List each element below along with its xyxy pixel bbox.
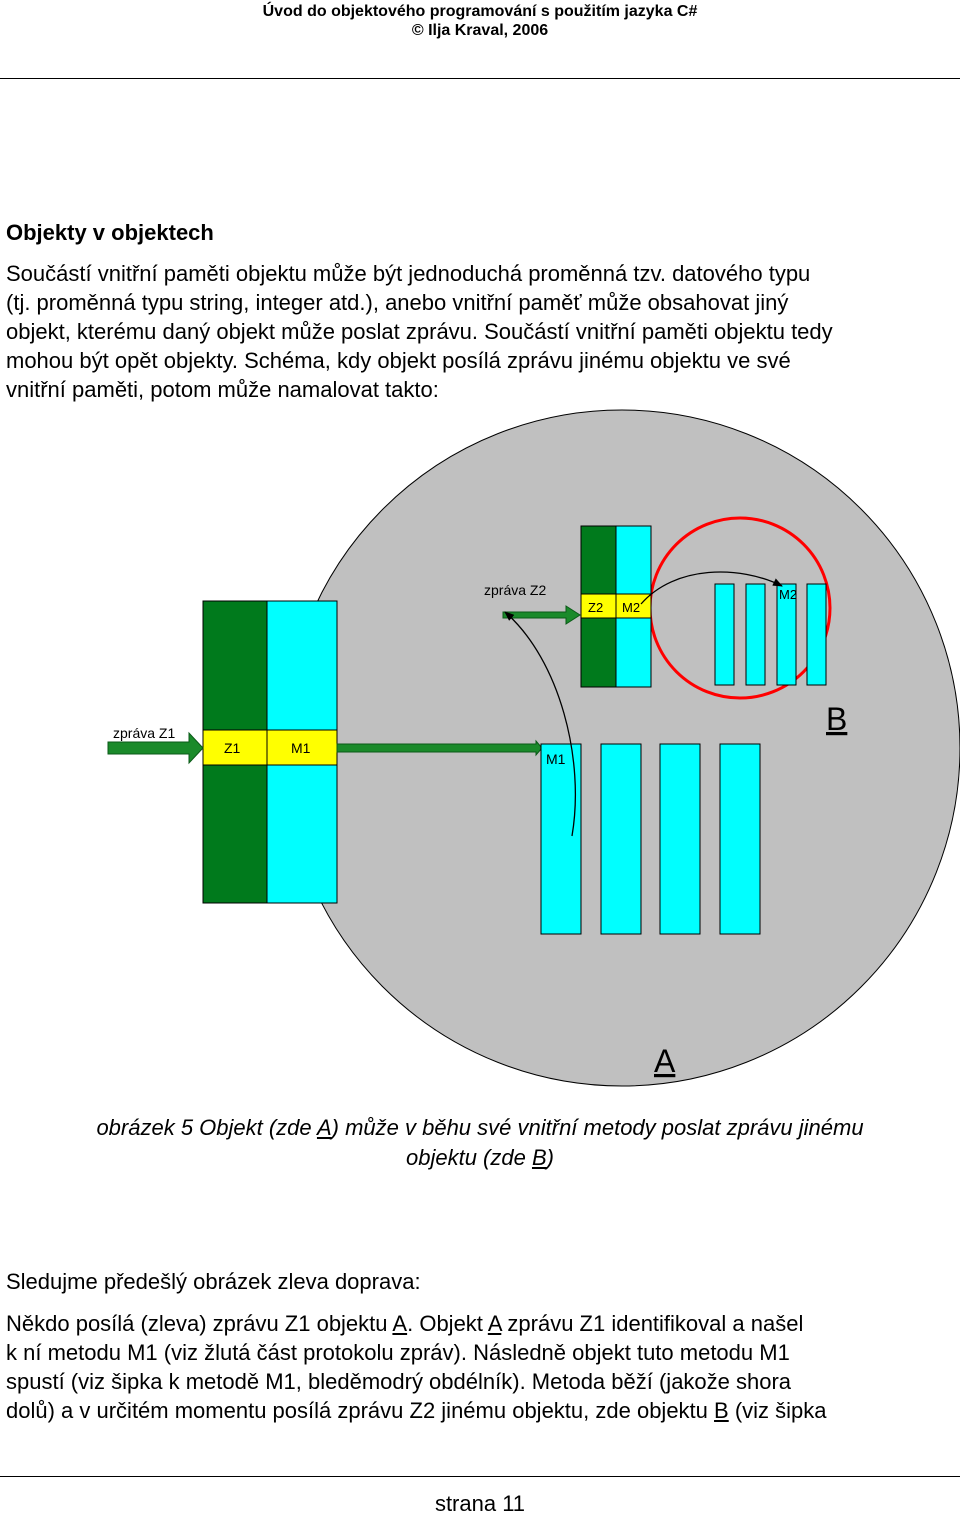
method-bar	[719, 743, 761, 935]
caption-text: ) může v běhu své vnitřní metody poslat …	[331, 1115, 864, 1140]
message-z2-label: zpráva Z2	[484, 582, 546, 598]
body-text: spustí (viz šipka k metodě M1, bleděmodr…	[6, 1369, 792, 1394]
body-text: Někdo posílá (zleva) zprávu Z1 objektu	[6, 1311, 393, 1336]
section-heading: Objekty v objektech	[6, 220, 214, 245]
body-line-intro: Sledujme předešlý obrázek zleva doprava:	[6, 1267, 421, 1296]
method-bar-b	[745, 583, 766, 686]
body-text: zprávu Z1 identifikoval a našel	[501, 1311, 804, 1336]
intro-line: vnitřní paměti, potom může namalovat tak…	[6, 377, 439, 402]
object-a-label: A	[654, 1043, 676, 1079]
protocol-m1-label: M1	[291, 740, 311, 756]
method-bar	[600, 743, 642, 935]
caption-text: objektu (zde	[406, 1145, 532, 1170]
object-b-circle	[648, 516, 832, 700]
call-m1-arrow	[336, 739, 543, 757]
message-z1-label: zpráva Z1	[113, 725, 175, 741]
method-m2-bar	[776, 583, 797, 686]
caption-text: obrázek 5 Objekt (zde	[96, 1115, 317, 1140]
ref-a: A	[392, 1311, 408, 1336]
method-bar	[659, 743, 701, 935]
footer-divider	[0, 1476, 960, 1477]
body-text: . Objekt	[407, 1311, 488, 1336]
protocol-m2-cell	[615, 593, 652, 619]
header-title: Úvod do objektového programování s použi…	[262, 3, 698, 20]
message-z1-arrow	[107, 731, 204, 765]
caption-ref-a: A	[316, 1115, 332, 1140]
protocol-z1-label: Z1	[224, 740, 241, 756]
body-paragraph: Někdo posílá (zleva) zprávu Z1 objektu A…	[6, 1309, 827, 1425]
page-number: strana 11	[434, 1491, 526, 1516]
header-copyright: © Ilja Kraval, 2006	[411, 22, 549, 39]
body-text: k ní metodu M1 (viz žlutá část protokolu…	[6, 1340, 790, 1365]
intro-line: (tj. proměnná typu string, integer atd.)…	[6, 290, 789, 315]
protocol-z2-label: Z2	[588, 600, 603, 615]
caption-ref-b: B	[531, 1145, 547, 1170]
ref-a: A	[487, 1311, 502, 1336]
body-text: (viz šipka	[728, 1398, 827, 1423]
ref-b: B	[714, 1398, 729, 1423]
method-m2-label: M2	[779, 587, 797, 602]
intro-line: Součástí vnitřní paměti objektu může být…	[6, 261, 811, 286]
intro-line: objekt, kterému daný objekt může poslat …	[6, 319, 833, 344]
caption-text: )	[546, 1145, 554, 1170]
object-b-label: B	[826, 701, 847, 737]
method-m1-label: M1	[546, 751, 566, 767]
body-text: dolů) a v určitém momentu posílá zprávu …	[6, 1398, 715, 1423]
intro-line: mohou být opět objekty. Schéma, kdy obje…	[6, 348, 791, 373]
call-m2-curve-arrow	[640, 571, 783, 605]
body-text: Sledujme předešlý obrázek zleva doprava:	[6, 1269, 421, 1294]
header-divider	[0, 78, 960, 79]
method-bar-b	[714, 583, 735, 686]
figure-caption: obrázek 5 Objekt (zde A) může v běhu své…	[0, 1113, 960, 1173]
send-z2-curve-arrow	[504, 611, 577, 837]
protocol-m2-label: M2	[622, 600, 640, 615]
intro-paragraph: Součástí vnitřní paměti objektu může být…	[6, 259, 833, 404]
protocol-z2-cell	[580, 593, 617, 619]
method-bar-b	[806, 583, 827, 686]
